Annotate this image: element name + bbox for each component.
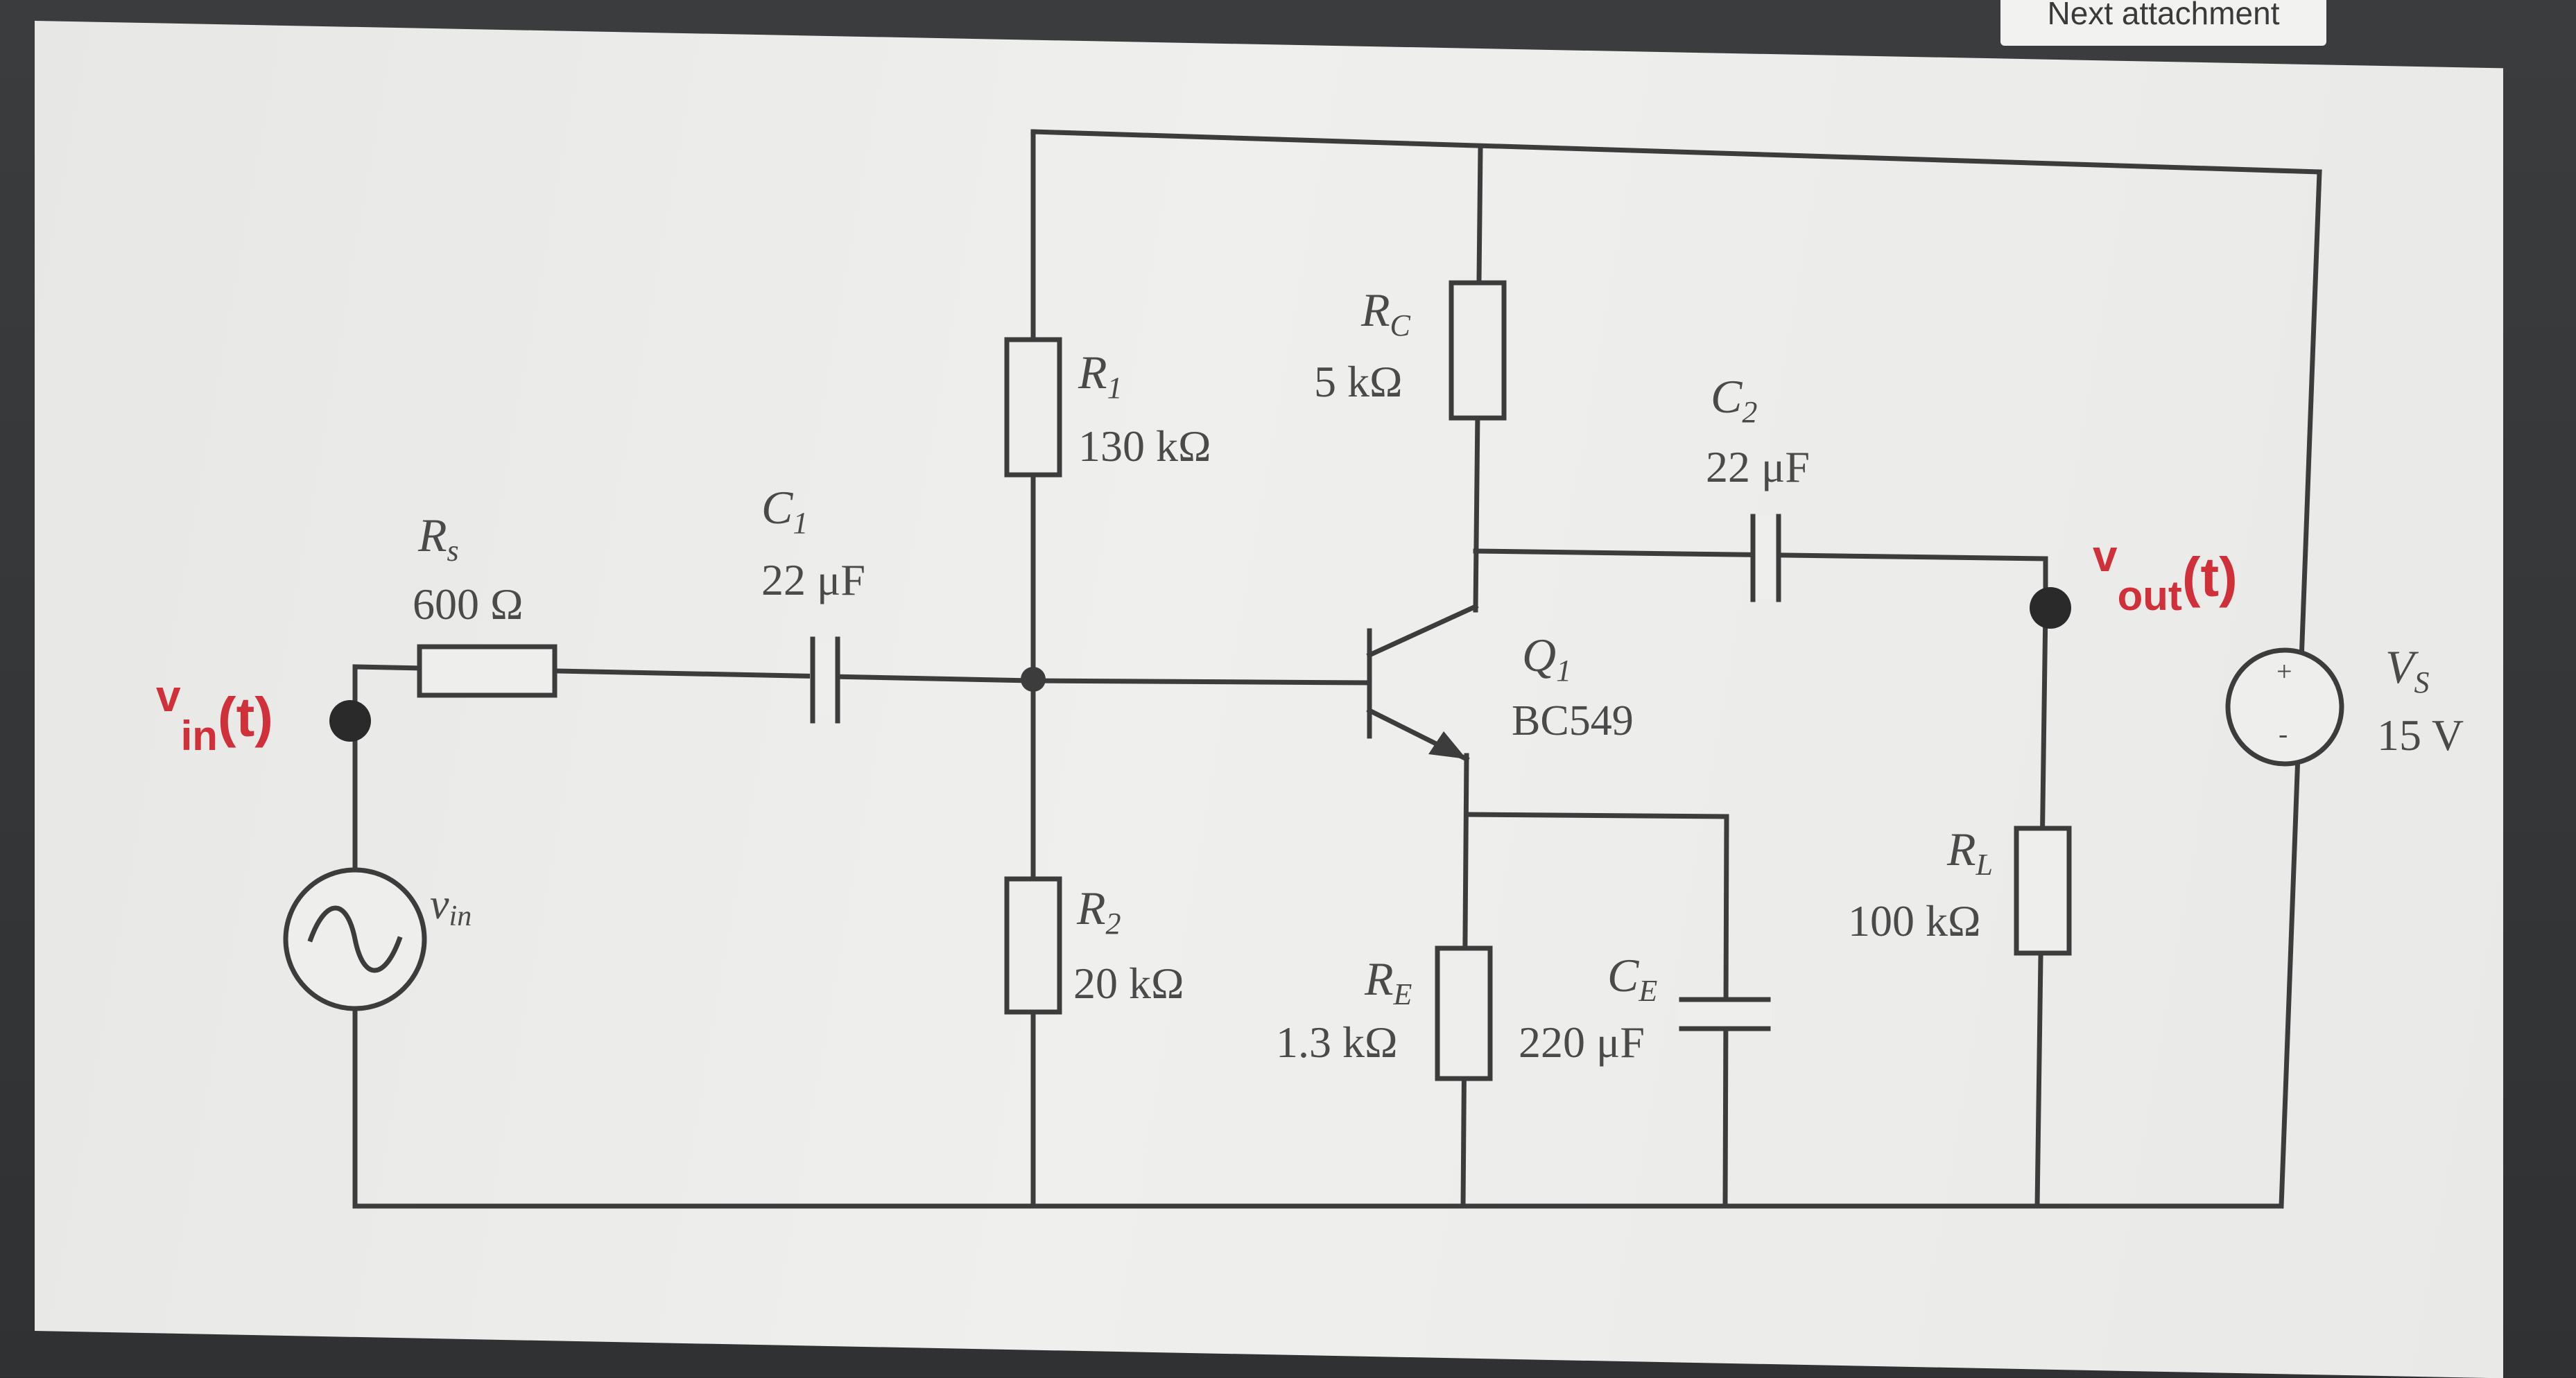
- c2-name: C2: [1711, 370, 1757, 429]
- resistor-rc-body: [1449, 280, 1507, 421]
- rc-name: RC: [1360, 284, 1411, 342]
- c2-value: 22 μF: [1706, 442, 1810, 491]
- ac-source-vin: vin: [283, 867, 472, 1011]
- rs-value: 600 Ω: [413, 579, 524, 629]
- dc-source-vs: + - VS 15 V: [2225, 640, 2464, 767]
- capacitor-c2: C2 22 μF: [1706, 370, 1810, 602]
- capacitor-c1: C1 22 μF: [761, 481, 865, 724]
- c2-gap: [1751, 516, 1780, 600]
- r2-name: R2: [1076, 882, 1121, 941]
- re-name: RE: [1364, 952, 1412, 1011]
- resistor-r2: R2 20 kΩ: [1004, 876, 1184, 1015]
- next-attachment-label: Next attachment: [2047, 0, 2280, 31]
- vs-minus: -: [2279, 718, 2288, 749]
- c1-name: C1: [761, 481, 808, 540]
- q1-collector-lead: [1366, 603, 1479, 659]
- top-rail-wire: [1030, 129, 2322, 175]
- resistor-rl: RL 100 kΩ: [1848, 823, 2072, 956]
- sine-wave-icon: [307, 905, 403, 973]
- base-wire: [1030, 678, 1372, 686]
- resistor-rc: RC 5 kΩ: [1314, 280, 1507, 421]
- resistor-r1-body: [1004, 337, 1062, 478]
- vs-body: [2225, 647, 2344, 767]
- vin-label: vin(t): [156, 671, 273, 759]
- transistor-q1: Q1 BC549: [1366, 603, 1634, 762]
- resistor-rl-body: [2014, 826, 2072, 956]
- resistor-r1: R1 130 kΩ: [1004, 337, 1211, 478]
- r2-value: 20 kΩ: [1073, 959, 1184, 1008]
- ce-value: 220 μF: [1519, 1018, 1645, 1067]
- c1-value: 22 μF: [761, 555, 865, 604]
- vs-name: VS: [2385, 640, 2430, 699]
- bypass-wire: [1464, 812, 1729, 1209]
- nodes: [329, 587, 2071, 742]
- rc-value: 5 kΩ: [1314, 357, 1403, 406]
- ce-gap: [1678, 1000, 1772, 1029]
- ce-name: CE: [1607, 949, 1657, 1008]
- input-wire: [352, 664, 1036, 720]
- vout-label: vout(t): [2093, 531, 2238, 619]
- r1-value: 130 kΩ: [1078, 421, 1211, 471]
- resistor-r2-body: [1004, 876, 1062, 1015]
- base-junction-dot: [1021, 667, 1046, 692]
- next-attachment-button[interactable]: Next attachment: [2000, 0, 2326, 46]
- q1-emitter-arrow: [1428, 731, 1467, 759]
- resistor-rs-body: [417, 644, 557, 698]
- resistor-re: RE 1.3 kΩ: [1276, 945, 1493, 1081]
- rl-name: RL: [1946, 823, 1993, 882]
- rs-name: Rs: [417, 509, 459, 568]
- resistor-re-body: [1435, 945, 1493, 1081]
- vin-source-name: vin: [430, 881, 472, 932]
- resistor-rs: Rs 600 Ω: [413, 509, 557, 698]
- vs-value: 15 V: [2377, 710, 2464, 760]
- capacitor-ce: CE 220 μF: [1519, 949, 1772, 1067]
- vin-node-dot: [329, 700, 371, 742]
- q1-name: Q1: [1522, 629, 1571, 688]
- r1-name: R1: [1078, 346, 1123, 405]
- vout-node-dot: [2030, 587, 2071, 629]
- re-value: 1.3 kΩ: [1276, 1018, 1398, 1067]
- vs-plus: +: [2276, 656, 2292, 687]
- rl-value: 100 kΩ: [1848, 896, 1981, 945]
- q1-part: BC549: [1512, 697, 1634, 744]
